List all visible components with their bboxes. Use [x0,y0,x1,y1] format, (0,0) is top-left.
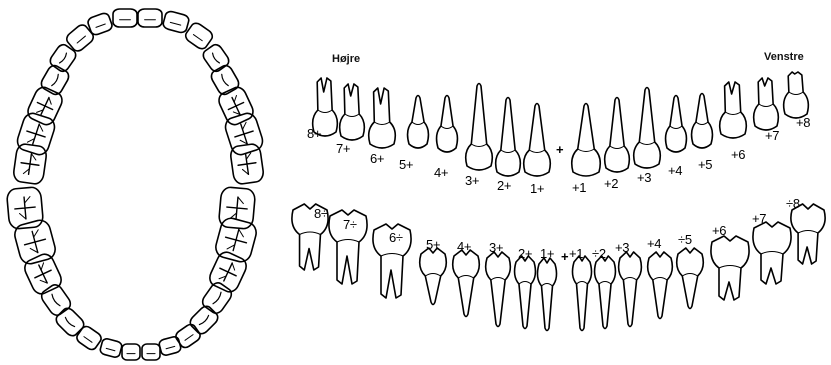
arch-tooth [64,23,95,54]
arch-tooth [162,10,190,34]
arch-tooth [122,344,140,360]
upper-right-tooth-number-3: 6+ [370,151,384,166]
lower-left-tooth-number-7: +7 [752,211,766,226]
lower-left-tooth-number-3: +3 [615,240,629,255]
lower-tooth [619,252,642,327]
upper-right-tooth-number-7: 2+ [497,178,511,193]
lower-right-tooth-number-8: 1+ [540,246,554,261]
arch-tooth [223,111,265,157]
arch-tooth [99,338,122,359]
lower-right-tooth-number-6: 3+ [489,240,503,255]
upper-left-tooth-number-1: +1 [572,180,586,195]
upper-tooth [605,98,630,173]
upper-right-tooth-number-6: 3+ [465,173,479,188]
upper-right-tooth-number-4: 5+ [399,157,413,172]
lower-tooth [595,256,616,329]
upper-tooth [720,82,747,138]
lower-midline-mark: + [561,249,569,264]
lower-right-tooth-number-7: 2+ [518,246,532,261]
lower-right-tooth-number-1: 8÷ [314,206,328,221]
arch-tooth [200,280,234,316]
lower-left-tooth-number-2: ÷2 [592,246,606,261]
upper-tooth [369,88,396,148]
lower-teeth-row [292,204,825,331]
lower-tooth [572,256,591,331]
lower-tooth [791,204,825,264]
upper-left-tooth-number-4: +4 [668,163,682,178]
arch-tooth [15,111,57,157]
upper-tooth [340,84,365,140]
upper-left-tooth-number-5: +5 [698,157,712,172]
arch-tooth [142,344,160,360]
upper-tooth [437,96,458,153]
upper-tooth [496,98,521,177]
lower-tooth [420,248,447,305]
lower-right-tooth-number-3: 6÷ [389,230,403,245]
upper-left-tooth-number-6: +6 [731,147,745,162]
lower-right-tooth-number-4: 5+ [426,237,440,252]
arch-tooth [230,143,265,185]
upper-tooth [666,96,687,153]
arch-tooth [22,251,64,296]
arch-tooth [6,187,43,230]
upper-tooth [692,94,713,149]
arch-tooth [12,218,57,266]
lower-left-tooth-number-6: +6 [712,223,726,238]
lower-left-tooth-number-4: +4 [647,236,661,251]
lower-left-tooth-number-5: ÷5 [678,232,692,247]
lower-tooth [537,258,556,331]
lower-right-tooth-number-5: 4+ [457,239,471,254]
upper-tooth [784,72,809,118]
upper-midline-mark: + [556,142,564,157]
upper-right-tooth-number-2: 7+ [336,141,350,156]
upper-right-tooth-number-5: 4+ [434,165,448,180]
upper-tooth [524,104,551,177]
occlusal-arch-view [6,9,265,360]
right-side-label: Højre [332,53,360,65]
left-side-label: Venstre [764,51,804,63]
arch-tooth [54,306,87,339]
upper-left-tooth-number-7: +7 [765,128,779,143]
lower-tooth [677,248,704,309]
lower-tooth [453,250,480,317]
arch-tooth [174,322,202,349]
lower-right-tooth-number-2: 7÷ [343,217,357,232]
lower-tooth [753,222,791,284]
upper-tooth [572,104,601,177]
arch-tooth [13,143,48,185]
arch-tooth [158,336,181,357]
upper-left-tooth-number-8: +8 [796,115,810,130]
lower-tooth [486,252,511,327]
arch-tooth [75,324,103,351]
arch-tooth [188,304,221,337]
lower-tooth [648,252,673,319]
upper-tooth [466,84,493,171]
lower-tooth [711,236,749,300]
arch-tooth [25,85,65,128]
upper-right-tooth-number-8: 1+ [530,181,544,196]
arch-tooth [113,9,137,27]
upper-left-tooth-number-2: +2 [604,176,618,191]
arch-tooth [216,85,256,128]
upper-tooth [634,88,661,169]
upper-tooth [408,96,429,149]
upper-left-tooth-number-3: +3 [637,170,651,185]
arch-tooth [138,9,162,27]
lower-left-tooth-number-1: +1 [569,246,583,261]
upper-tooth [754,78,779,130]
upper-right-tooth-number-1: 8+ [307,126,321,141]
lower-tooth [515,256,536,329]
lower-left-tooth-number-8: ÷8 [786,196,800,211]
